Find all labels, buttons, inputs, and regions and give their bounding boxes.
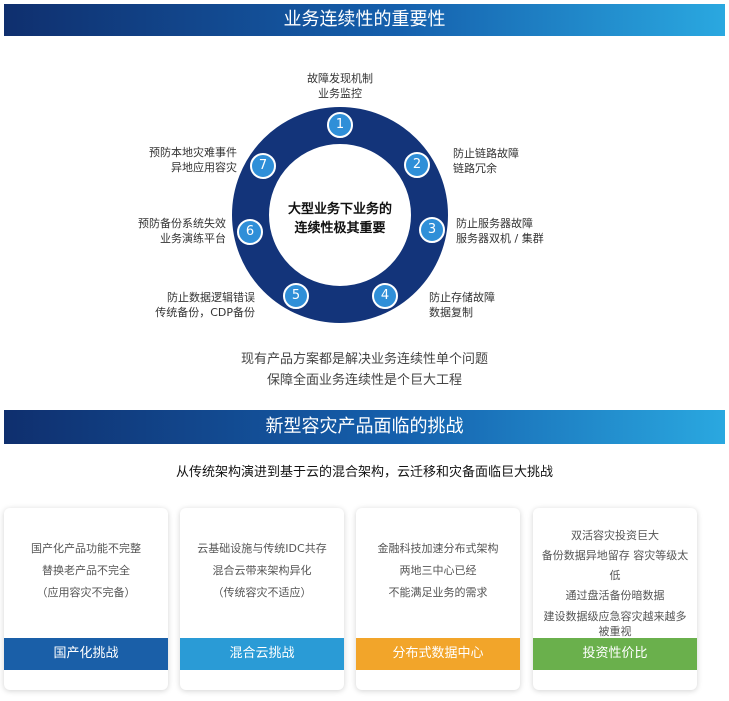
- card-1-line-1: 国产化产品功能不完整: [31, 542, 141, 555]
- summary-line-1: 现有产品方案都是解决业务连续性单个问题: [240, 352, 488, 367]
- section-title-challenges: 新型容灾产品面临的挑战: [4, 410, 725, 444]
- card-localization: 国产化产品功能不完整 替换老产品不完全 （应用容灾不完备） 国产化挑战: [4, 508, 168, 690]
- node-6: 6: [237, 219, 263, 245]
- card-distributed-dc-footer: 分布式数据中心: [356, 638, 520, 670]
- node-2-label: 防止链路故障 链路冗余: [453, 146, 519, 176]
- node-1-label: 故障发现机制 业务监控: [290, 71, 390, 101]
- node-7-label: 预防本地灾难事件 异地应用容灾: [115, 145, 237, 175]
- node-1-line-2: 业务监控: [318, 87, 362, 100]
- card-cost-performance-text: 双活容灾投资巨大 备份数据异地留存 容灾等级太低 通过盘活备份暗数据 建设数据级…: [539, 526, 691, 639]
- node-5-line-2: 传统备份，CDP备份: [155, 306, 255, 319]
- node-7: 7: [250, 153, 276, 179]
- node-4-line-2: 数据复制: [429, 306, 473, 319]
- card-4-line-4: 建设数据级应急容灾越来越多被重视: [543, 610, 687, 638]
- node-4: 4: [372, 283, 398, 309]
- section-title-importance: 业务连续性的重要性: [4, 4, 725, 36]
- challenges-subtitle: 从传统架构演进到基于云的混合架构，云迁移和灾备面临巨大挑战: [175, 465, 553, 480]
- node-5-line-1: 防止数据逻辑错误: [167, 291, 255, 304]
- node-1-line-1: 故障发现机制: [307, 72, 373, 85]
- node-6-line-2: 业务演练平台: [160, 232, 226, 245]
- node-5-label: 防止数据逻辑错误 传统备份，CDP备份: [124, 290, 255, 320]
- node-4-line-1: 防止存储故障: [429, 291, 495, 304]
- card-hybrid-cloud: 云基础设施与传统IDC共存 混合云带来架构异化 （传统容灾不适应） 混合云挑战: [180, 508, 344, 690]
- center-line-1: 大型业务下业务的: [287, 202, 392, 217]
- card-1-line-3: （应用容灾不完备）: [36, 586, 136, 599]
- center-line-2: 连续性极其重要: [294, 221, 386, 236]
- node-2-line-2: 链路冗余: [453, 162, 497, 175]
- card-1-line-2: 替换老产品不完全: [42, 564, 130, 577]
- card-3-line-1: 金融科技加速分布式架构: [377, 542, 499, 555]
- node-3-label: 防止服务器故障 服务器双机 / 集群: [456, 216, 544, 246]
- node-6-label: 预防备份系统失效 业务演练平台: [106, 216, 226, 246]
- node-7-line-2: 异地应用容灾: [171, 161, 237, 174]
- node-7-line-1: 预防本地灾难事件: [149, 146, 237, 159]
- card-distributed-dc: 金融科技加速分布式架构 两地三中心已经 不能满足业务的需求 分布式数据中心: [356, 508, 520, 690]
- ring-center-text: 大型业务下业务的 连续性极其重要: [272, 200, 408, 238]
- card-2-line-2: 混合云带来架构异化: [212, 564, 312, 577]
- node-5: 5: [283, 283, 309, 309]
- summary-line-2: 保障全面业务连续性是个巨大工程: [266, 373, 462, 388]
- card-4-line-3: 通过盘活备份暗数据: [565, 589, 665, 602]
- card-localization-text: 国产化产品功能不完整 替换老产品不完全 （应用容灾不完备）: [10, 538, 162, 604]
- card-3-line-3: 不能满足业务的需求: [388, 586, 488, 599]
- card-cost-performance-footer: 投资性价比: [533, 638, 697, 670]
- card-hybrid-cloud-text: 云基础设施与传统IDC共存 混合云带来架构异化 （传统容灾不适应）: [186, 538, 338, 604]
- node-3-line-1: 防止服务器故障: [456, 217, 533, 230]
- card-4-line-1: 双活容灾投资巨大: [571, 529, 659, 542]
- node-1: 1: [327, 112, 353, 138]
- node-3: 3: [419, 217, 445, 243]
- node-4-label: 防止存储故障 数据复制: [429, 290, 495, 320]
- card-localization-footer: 国产化挑战: [4, 638, 168, 670]
- card-hybrid-cloud-footer: 混合云挑战: [180, 638, 344, 670]
- node-2: 2: [404, 152, 430, 178]
- card-2-line-3: （传统容灾不适应）: [212, 586, 312, 599]
- card-3-line-2: 两地三中心已经: [399, 564, 477, 577]
- card-4-line-2: 备份数据异地留存 容灾等级太低: [541, 549, 689, 582]
- card-2-line-1: 云基础设施与传统IDC共存: [197, 542, 327, 555]
- card-cost-performance: 双活容灾投资巨大 备份数据异地留存 容灾等级太低 通过盘活备份暗数据 建设数据级…: [533, 508, 697, 690]
- node-2-line-1: 防止链路故障: [453, 147, 519, 160]
- node-6-line-1: 预防备份系统失效: [138, 217, 226, 230]
- card-distributed-dc-text: 金融科技加速分布式架构 两地三中心已经 不能满足业务的需求: [362, 538, 514, 604]
- node-3-line-2: 服务器双机 / 集群: [456, 232, 544, 245]
